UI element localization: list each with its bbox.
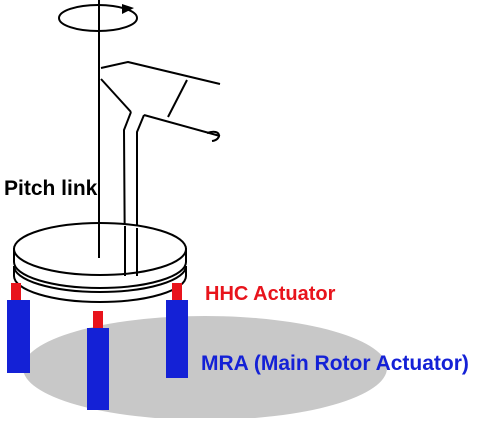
pitch-link-label: Pitch link bbox=[4, 177, 98, 200]
mra-label: MRA (Main Rotor Actuator) bbox=[201, 352, 469, 375]
hhc-actuators bbox=[11, 283, 182, 328]
upper-swashplate bbox=[13, 222, 187, 289]
mra-actuators bbox=[7, 300, 188, 410]
hhc-actuator-left bbox=[11, 283, 21, 300]
hhc-actuator-center bbox=[93, 311, 103, 328]
ground-shadow bbox=[23, 316, 387, 420]
mra-actuator-left bbox=[7, 300, 30, 373]
blade-pitch-horn bbox=[100, 61, 221, 142]
mra-actuator-right bbox=[166, 300, 188, 378]
hhc-actuator-right bbox=[172, 283, 182, 300]
mra-actuator-center bbox=[87, 328, 109, 410]
hhc-actuator-label: HHC Actuator bbox=[205, 283, 336, 305]
